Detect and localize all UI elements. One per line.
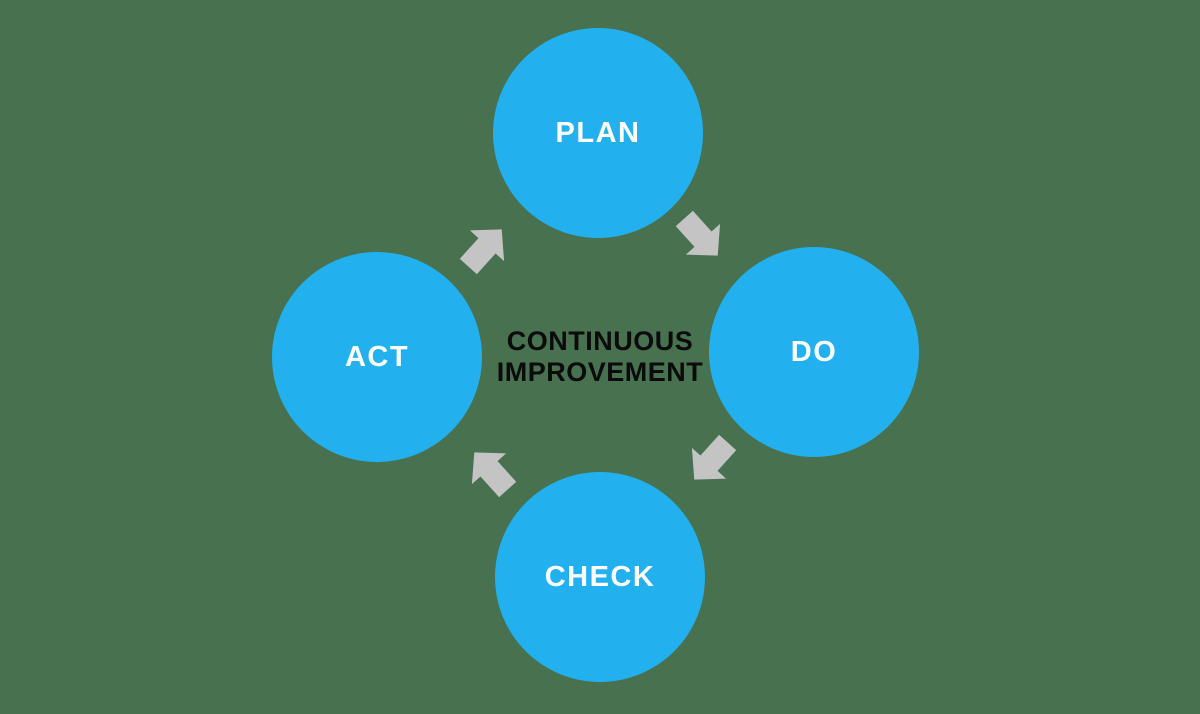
node-act: ACT bbox=[272, 252, 482, 462]
node-plan: PLAN bbox=[493, 28, 703, 238]
arrow-do-to-check-icon bbox=[677, 427, 745, 495]
center-title-line1: CONTINUOUS bbox=[506, 326, 694, 356]
node-plan-label: PLAN bbox=[555, 116, 641, 149]
node-check: CHECK bbox=[495, 472, 705, 682]
arrow-plan-to-do-icon bbox=[667, 203, 735, 271]
node-do: DO bbox=[709, 247, 919, 457]
node-act-label: ACT bbox=[344, 340, 410, 373]
arrow-check-to-act-icon bbox=[457, 437, 525, 505]
arrow-act-to-plan-icon bbox=[451, 214, 519, 282]
node-check-label: CHECK bbox=[544, 560, 656, 593]
center-title-line2: IMPROVEMENT bbox=[496, 357, 704, 387]
node-do-label: DO bbox=[790, 335, 838, 368]
center-title: CONTINUOUS IMPROVEMENT bbox=[400, 326, 800, 388]
